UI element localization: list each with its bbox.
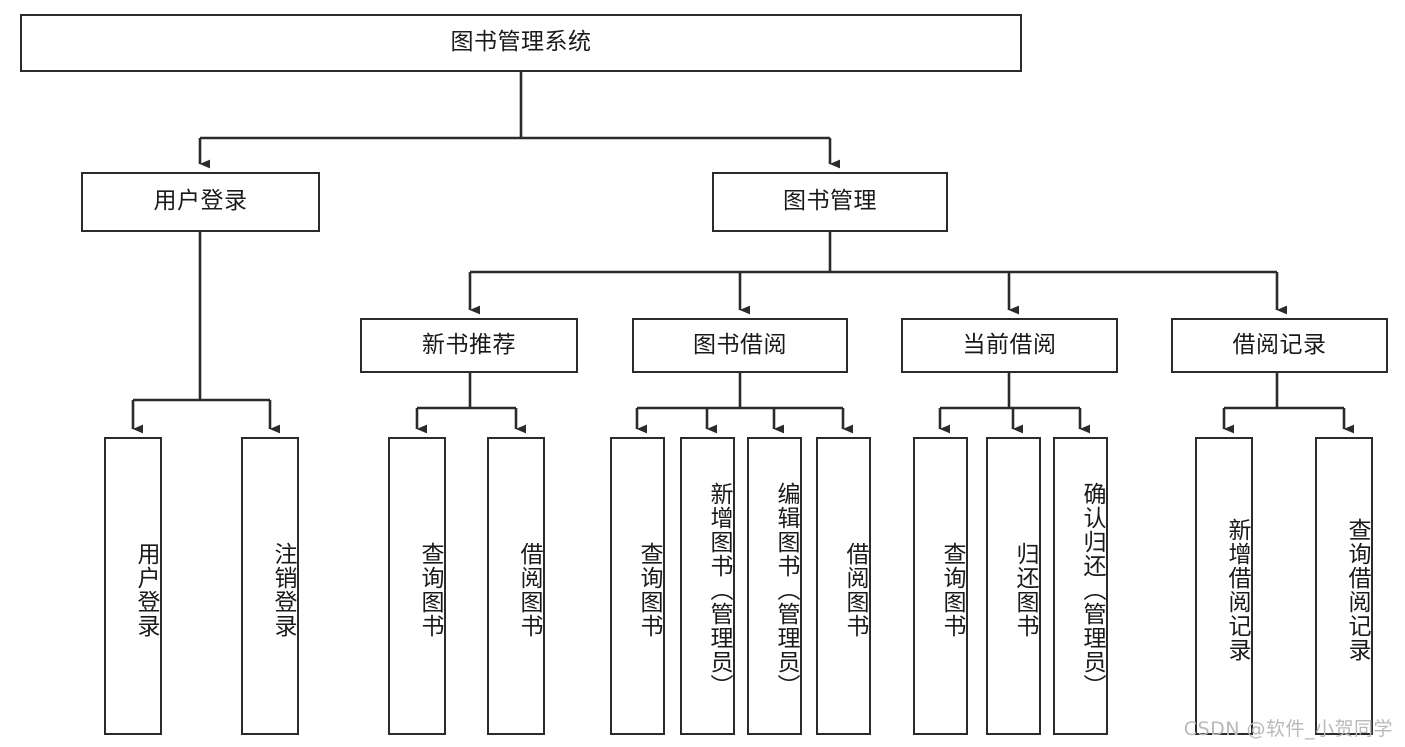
node-leaf-add-book[interactable]: 新增图书（管理员）: [680, 437, 735, 735]
node-book-manage[interactable]: 图书管理: [712, 172, 948, 232]
node-new-book-rec[interactable]: 新书推荐: [360, 318, 578, 373]
node-leaf-borrow-book-1-label: 借阅图书: [516, 542, 542, 638]
node-user-login-label: 用户登录: [153, 188, 248, 215]
node-borrow-record-label: 借阅记录: [1232, 331, 1327, 358]
watermark-text: CSDN @软件_小贺同学: [1183, 718, 1393, 740]
node-leaf-confirm-return-label: 确认归还（管理员）: [1079, 482, 1105, 698]
node-leaf-query-record-label: 查询借阅记录: [1344, 518, 1370, 662]
node-leaf-query-record[interactable]: 查询借阅记录: [1315, 437, 1373, 735]
node-leaf-query-book-2-label: 查询图书: [636, 542, 662, 638]
node-book-borrow[interactable]: 图书借阅: [632, 318, 848, 373]
node-leaf-borrow-book-2-label: 借阅图书: [842, 542, 868, 638]
node-leaf-query-book-3[interactable]: 查询图书: [913, 437, 968, 735]
node-borrow-record[interactable]: 借阅记录: [1171, 318, 1388, 373]
node-leaf-borrow-book-2[interactable]: 借阅图书: [816, 437, 871, 735]
node-leaf-query-book-1-label: 查询图书: [417, 542, 443, 638]
node-leaf-edit-book-label: 编辑图书（管理员）: [773, 482, 799, 698]
node-leaf-edit-book[interactable]: 编辑图书（管理员）: [747, 437, 802, 735]
node-current-borrow[interactable]: 当前借阅: [901, 318, 1118, 373]
node-book-manage-label: 图书管理: [783, 188, 877, 215]
node-leaf-query-book-3-label: 查询图书: [939, 542, 965, 638]
node-leaf-user-logout[interactable]: 注销登录: [241, 437, 299, 735]
node-root-label: 图书管理系统: [450, 29, 592, 56]
node-leaf-query-book-2[interactable]: 查询图书: [610, 437, 665, 735]
node-leaf-add-record[interactable]: 新增借阅记录: [1195, 437, 1253, 735]
node-current-borrow-label: 当前借阅: [962, 331, 1057, 358]
node-leaf-add-record-label: 新增借阅记录: [1224, 518, 1250, 662]
node-leaf-return-book[interactable]: 归还图书: [986, 437, 1041, 735]
node-leaf-return-book-label: 归还图书: [1012, 542, 1038, 638]
node-root[interactable]: 图书管理系统: [20, 14, 1022, 72]
node-leaf-borrow-book-1[interactable]: 借阅图书: [487, 437, 545, 735]
node-new-book-rec-label: 新书推荐: [422, 331, 516, 358]
node-leaf-user-login-label: 用户登录: [133, 542, 159, 638]
node-leaf-query-book-1[interactable]: 查询图书: [388, 437, 446, 735]
node-user-login[interactable]: 用户登录: [81, 172, 320, 232]
node-leaf-confirm-return[interactable]: 确认归还（管理员）: [1053, 437, 1108, 735]
node-book-borrow-label: 图书借阅: [693, 331, 787, 358]
node-leaf-add-book-label: 新增图书（管理员）: [706, 482, 732, 698]
node-leaf-user-logout-label: 注销登录: [270, 542, 296, 638]
node-leaf-user-login[interactable]: 用户登录: [104, 437, 162, 735]
